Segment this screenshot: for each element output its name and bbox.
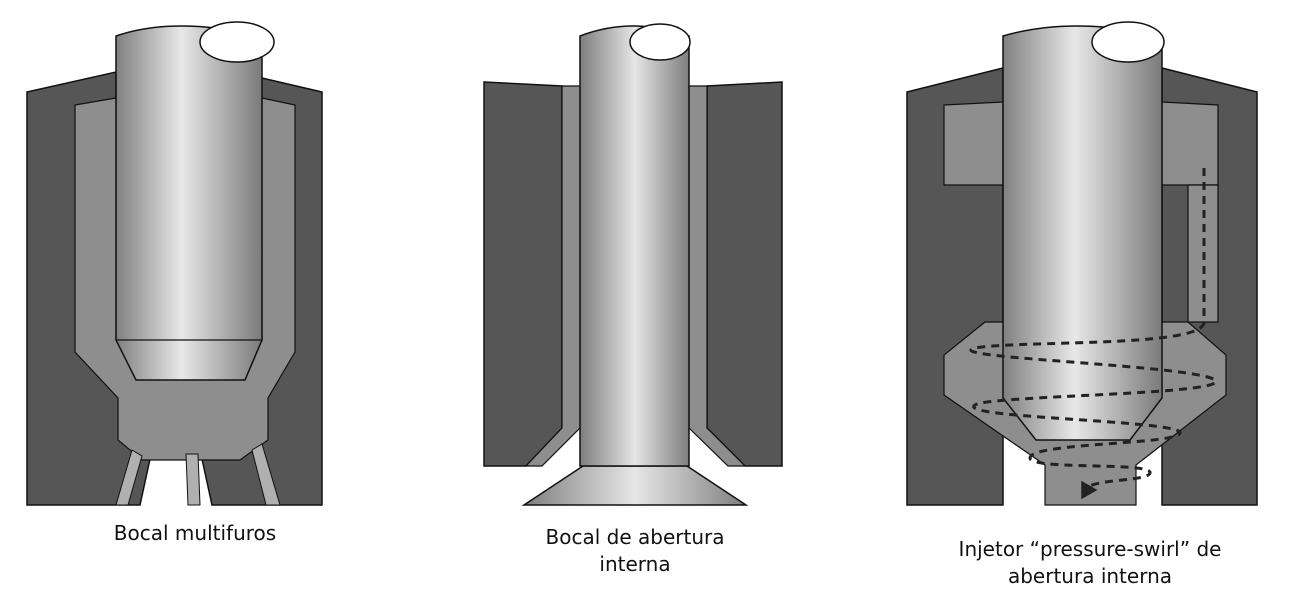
spray-hole-center — [185, 453, 201, 506]
caption-multi-hole: Bocal multifuros — [113, 521, 277, 545]
nozzle-body-left — [483, 81, 563, 467]
pintle-nozzle — [483, 23, 783, 506]
multi-hole-nozzle — [26, 21, 323, 506]
needle-top-section — [629, 23, 691, 61]
swirl-block-right — [1161, 101, 1219, 186]
needle — [1002, 25, 1163, 441]
flow-path-spiral — [969, 321, 1217, 492]
caption-pintle: Bocal de abertura interna — [545, 525, 725, 576]
needle — [579, 25, 690, 467]
swirl-flow-arrows — [969, 168, 1217, 492]
needle-top-section — [1091, 21, 1165, 63]
swirl-block-left — [943, 101, 1004, 186]
arrow-head-icon — [1081, 480, 1098, 500]
pintle-tip — [521, 465, 749, 506]
caption-pressure-swirl: Injetor “pressure-swirl” de abertura int… — [958, 537, 1222, 588]
spray-hole-right — [251, 443, 281, 506]
needle — [115, 25, 263, 381]
nozzle-body-right — [706, 81, 783, 467]
pressure-swirl-injector — [906, 21, 1258, 506]
needle-top-section — [199, 21, 275, 63]
spray-hole-left — [115, 449, 143, 506]
